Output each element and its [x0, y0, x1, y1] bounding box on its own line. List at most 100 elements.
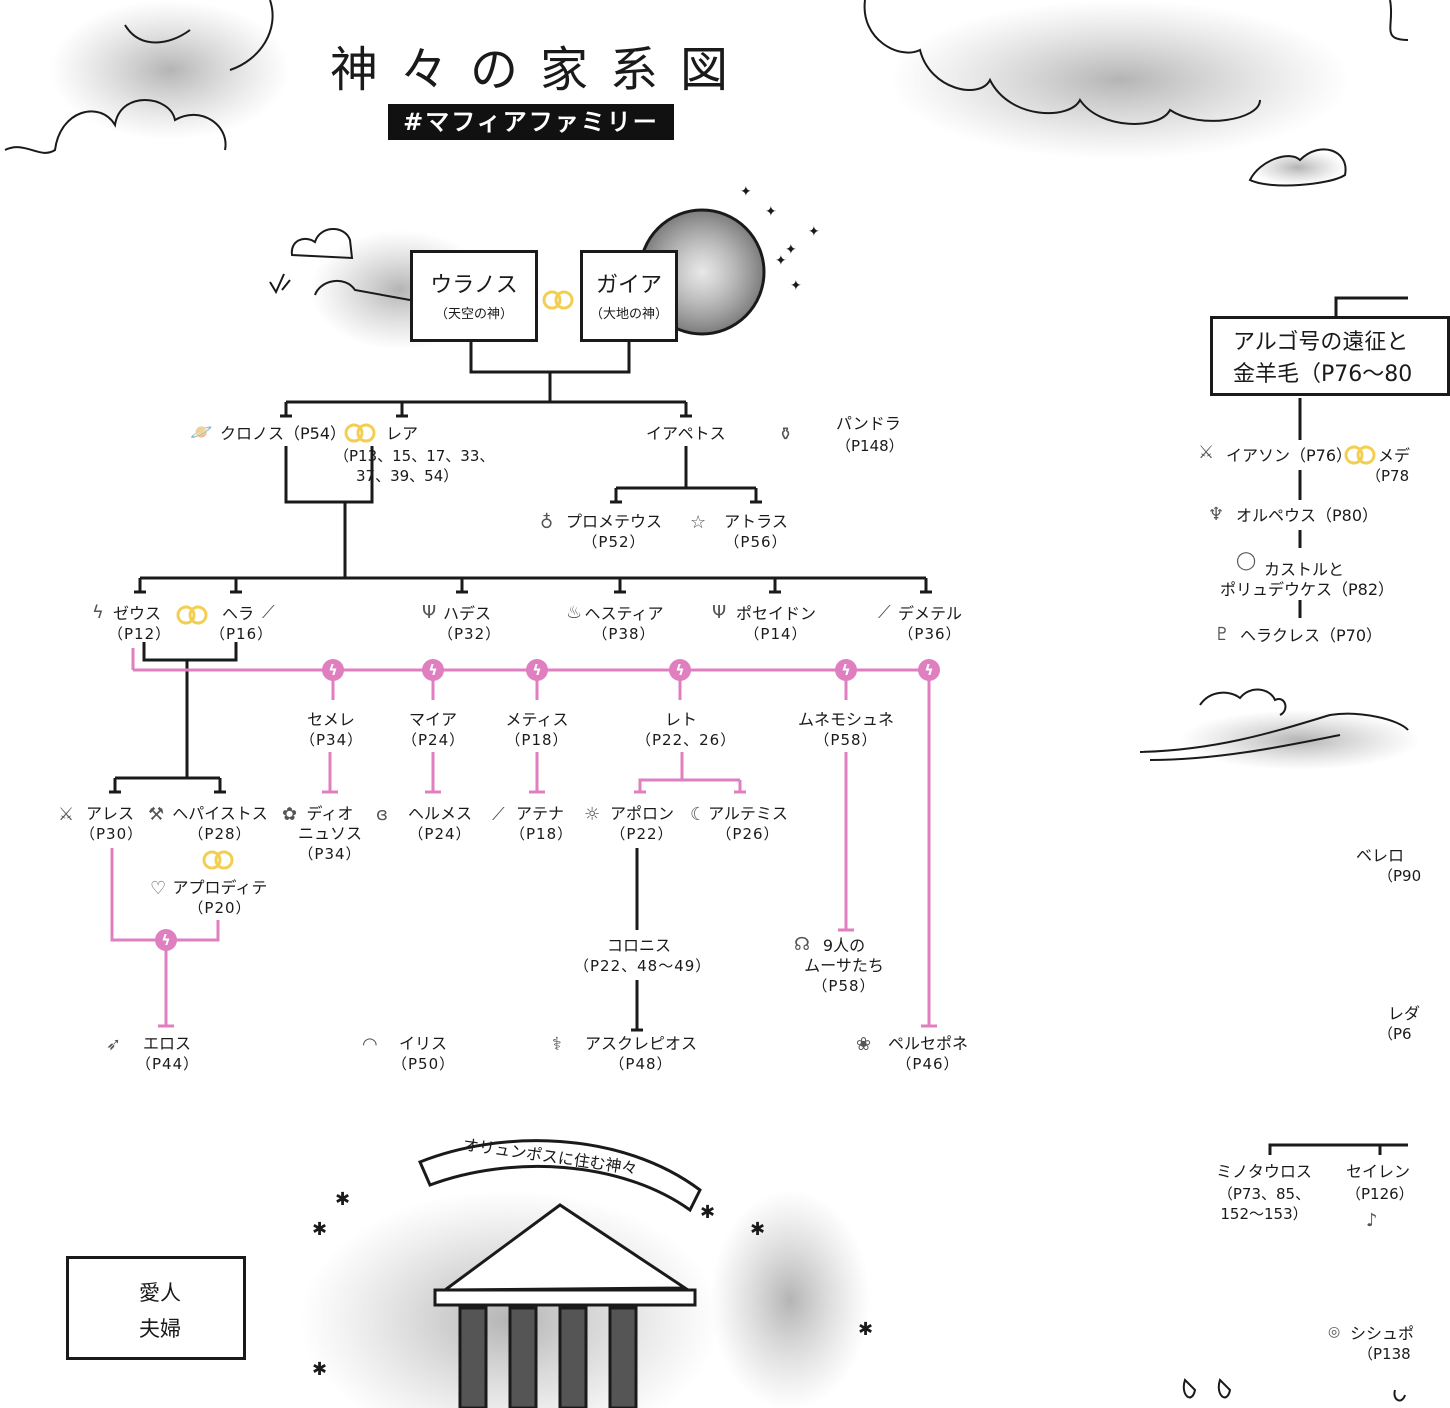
wings-icon: ɞ — [376, 804, 388, 825]
bellerophon-pages: （P90 — [1378, 867, 1422, 885]
svg-text:✦: ✦ — [790, 278, 802, 294]
artemis-name: アルテミス — [708, 804, 788, 823]
sword-icon: ⚔ — [1198, 442, 1215, 463]
poseidon-node: ポセイドン （P14） — [734, 604, 818, 644]
dionysus-name: ディオ — [306, 804, 354, 823]
saturn-icon: 🪐 — [190, 422, 213, 443]
leda-pages: （P6 — [1378, 1025, 1412, 1043]
legend: 愛人 夫婦 — [66, 1256, 246, 1360]
dionysus-pages: （P34） — [298, 845, 362, 863]
asclepius-node: アスクレピオス （P48） — [580, 1034, 702, 1074]
svg-text:✱: ✱ — [858, 1319, 873, 1340]
svg-text:✱: ✱ — [312, 1359, 327, 1380]
mnemosyne-pages: （P58） — [814, 731, 878, 749]
argonauts-title-2: 金羊毛（P76〜80 — [1233, 362, 1413, 387]
feather-icon: ⟋ — [262, 602, 275, 623]
hephaestus-node: ヘパイストス （P28） — [168, 804, 272, 844]
hammer-icon: ⚒ — [148, 804, 165, 825]
sirens-pages: （P126） — [1346, 1185, 1414, 1203]
hades-name: ハデス — [442, 604, 491, 623]
atlas-pages: （P56） — [724, 533, 788, 551]
hestia-pages: （P38） — [592, 625, 656, 643]
maia-pages: （P24） — [402, 731, 466, 749]
iris-name: イリス — [398, 1034, 447, 1053]
uranus-box: ウラノス （天空の神） — [410, 250, 538, 342]
wheat-icon: ⟋ — [878, 602, 891, 623]
flower-icon: ❀ — [856, 1034, 872, 1055]
hephaestus-name: ヘパイストス — [172, 804, 268, 823]
page-title: 神々の家系図 — [330, 42, 751, 98]
semele-node: セメレ （P34） — [300, 710, 362, 750]
legend-lover: 愛人 — [139, 1281, 181, 1305]
eros-node: エロス （P44） — [136, 1034, 198, 1074]
laurel-icon: ☼ — [584, 804, 601, 825]
flame-icon: ♨ — [566, 602, 583, 623]
poseidon-name: ポセイドン — [735, 604, 816, 623]
muses-node: 9人の ムーサたち （P58） — [800, 936, 888, 996]
harp-icon: ☊ — [794, 934, 810, 955]
hera-name: ヘラ — [221, 604, 254, 623]
coronis-name: コロニス — [606, 936, 671, 955]
svg-text:ϟ: ϟ — [161, 933, 170, 949]
sirens-label: セイレン — [1346, 1162, 1411, 1181]
zeus-node: ゼウス （P12） — [108, 604, 172, 644]
hermes-pages: （P24） — [408, 825, 472, 843]
demeter-pages: （P36） — [898, 625, 962, 643]
coronis-pages: （P22、48〜49） — [574, 957, 712, 975]
zeus-pages: （P12） — [108, 625, 172, 643]
arrow-heart-icon: ➶ — [106, 1034, 122, 1055]
hephaestus-pages: （P28） — [188, 825, 252, 843]
svg-text:✱: ✱ — [312, 1219, 327, 1240]
ares-name: アレス — [85, 804, 134, 823]
coin-icon: ◎ — [1328, 1324, 1341, 1340]
iris-pages: （P50） — [392, 1055, 456, 1073]
hashtag-banner: #マフィアファミリー — [388, 104, 674, 140]
twin-eggs-icon: ◯ — [1236, 550, 1257, 571]
iapetus-label: イアペトス — [646, 424, 726, 443]
torch-icon: ♁ — [540, 512, 554, 533]
muses-name-2: ムーサたち — [804, 956, 884, 975]
eros-name: エロス — [142, 1034, 191, 1053]
svg-text:✱: ✱ — [335, 1189, 350, 1210]
pandora-name: パンドラ — [836, 414, 901, 433]
bident-icon: Ψ — [422, 602, 437, 623]
zeus-name: ゼウス — [112, 604, 161, 623]
leto-pages: （P22、26） — [636, 731, 737, 749]
uranus-name: ウラノス — [430, 273, 518, 298]
aphrodite-name: アプロディテ — [172, 878, 268, 897]
argonauts-title-1: アルゴ号の遠征と — [1233, 330, 1409, 355]
sisyphus-label: シシュポ — [1350, 1324, 1415, 1343]
uranus-role: （天空の神） — [434, 307, 513, 322]
bellerophon-label: ベレロ — [1356, 846, 1405, 865]
orpheus-label: オルペウス（P80） — [1236, 506, 1379, 525]
minotaur-label: ミノタウロス — [1216, 1162, 1312, 1181]
hera-pages: （P16） — [210, 625, 274, 643]
aphrodite-node: アプロディテ （P20） — [168, 878, 272, 918]
jar-icon: ⚱ — [778, 424, 794, 445]
apollo-name: アポロン — [609, 804, 674, 823]
leto-node: レト （P22、26） — [636, 710, 737, 750]
persephone-name: ペルセポネ — [887, 1034, 968, 1053]
asclepius-name: アスクレピオス — [584, 1034, 697, 1053]
ares-pages: （P30） — [80, 825, 144, 843]
muses-name: 9人の — [822, 936, 866, 955]
artemis-node: アルテミス （P26） — [706, 804, 790, 844]
gaia-role: （大地の神） — [589, 307, 668, 322]
coronis-node: コロニス （P22、48〜49） — [574, 936, 712, 976]
rod-of-asclepius-icon: ⚕ — [552, 1034, 562, 1055]
hera-node: ヘラ （P16） — [210, 604, 274, 644]
castor-label-2: ポリュデウケス（P82） — [1220, 580, 1395, 599]
mnemosyne-name: ムネモシュネ — [797, 710, 894, 729]
ares-node: アレス （P30） — [80, 804, 144, 844]
muses-pages: （P58） — [812, 977, 876, 995]
dionysus-node: ディオ ニュソス （P34） — [294, 804, 366, 864]
semele-pages: （P34） — [300, 731, 364, 749]
cloud-top-left — [4, 0, 290, 154]
svg-text:✦: ✦ — [765, 204, 777, 220]
svg-text:✱: ✱ — [750, 1219, 765, 1240]
rhea-pages-2: 37、39、54） — [356, 467, 459, 485]
heart-icon: ♡ — [150, 878, 167, 899]
jason-label: イアソン（P76） — [1226, 446, 1353, 465]
prometheus-node: プロメテウス （P52） — [562, 512, 666, 552]
semele-name: セメレ — [307, 710, 355, 729]
